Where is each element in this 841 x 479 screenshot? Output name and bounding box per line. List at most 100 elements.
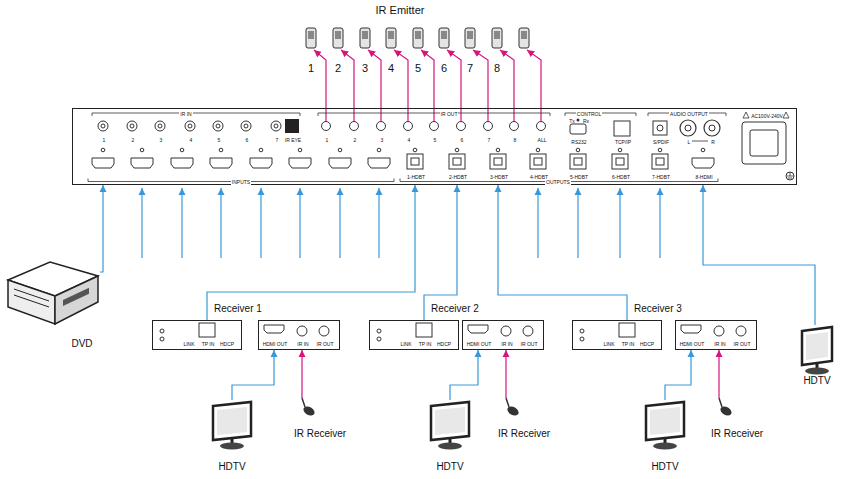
hdmi-cable	[232, 350, 274, 400]
receiver-unit: LINKTP INHDCPHDMI OUTIR INIR OUTReceiver…	[369, 304, 544, 352]
hdmi-cable	[141, 188, 142, 258]
spdif-port	[653, 121, 667, 135]
led	[580, 329, 584, 333]
device-label: HDTV	[803, 376, 830, 386]
dvd-tray	[14, 289, 49, 307]
ir-cable	[719, 398, 722, 407]
led	[701, 148, 705, 152]
panel-label: 1	[326, 138, 329, 143]
rca-jack	[704, 120, 720, 136]
ir-wire	[527, 50, 541, 121]
port-core	[657, 125, 663, 131]
lr-line	[692, 141, 708, 142]
socket-core	[750, 130, 778, 156]
callout-number: 1	[308, 63, 314, 74]
led	[180, 148, 184, 152]
ir-emitter	[413, 28, 423, 48]
panel-label: 3-HDBT	[490, 175, 508, 180]
ir-wire	[394, 50, 408, 121]
tp-in-port	[199, 323, 215, 337]
ir-out-port	[510, 122, 519, 131]
ir-port	[297, 326, 307, 336]
port-label: IR IN	[297, 342, 308, 347]
ir-out-port	[537, 122, 546, 131]
ir-port	[501, 326, 511, 336]
ir-wire	[421, 50, 434, 121]
receiver-front: LINKTP INHDCP	[152, 320, 242, 350]
ir-out-port	[322, 122, 331, 131]
ir-receiver: IR Receiver	[709, 398, 775, 442]
hdmi-port	[171, 158, 193, 168]
panel-label: 1	[103, 138, 106, 143]
hdmi-cable	[260, 188, 261, 258]
hdtv: HDTV	[640, 400, 690, 474]
tp-in-port	[416, 323, 432, 337]
led	[101, 148, 105, 152]
tv-screen	[431, 402, 469, 440]
receiver-title: Receiver 2	[431, 304, 479, 314]
panel-label: 7	[488, 138, 491, 143]
port-label: HDCP	[437, 342, 451, 347]
hdmi-port	[368, 158, 390, 168]
port-label: IR OUT	[521, 342, 538, 347]
led	[259, 148, 263, 152]
ir-emitter	[333, 28, 343, 48]
port-core	[244, 124, 248, 128]
rca-jack	[680, 120, 696, 136]
dvd-side	[55, 276, 98, 324]
callout-number: 3	[362, 63, 368, 74]
port-label: LINK	[400, 342, 411, 347]
port-core	[685, 125, 691, 131]
panel-label: INPUTS	[231, 180, 251, 185]
hdmi-port	[92, 158, 114, 168]
callout-number: 5	[415, 63, 421, 74]
device-label: IR Receiver	[711, 429, 763, 439]
ir-emitter	[360, 28, 370, 48]
panel-label: 4	[190, 138, 193, 143]
led	[377, 329, 381, 333]
callout-number: 7	[467, 63, 473, 74]
receiver-front: LINKTP INHDCP	[369, 320, 459, 350]
hdmi-port	[250, 158, 272, 168]
ir-out-port	[457, 122, 466, 131]
device-label: HDTV	[436, 462, 463, 472]
led	[377, 337, 381, 341]
ir-out-port	[350, 122, 359, 131]
hdtv: HDTV	[796, 325, 838, 387]
receiver-rear: HDMI OUTIR INIR OUT	[258, 320, 340, 350]
panel-label: IR EYE	[285, 138, 301, 143]
port-label: IR OUT	[734, 342, 751, 347]
led	[618, 148, 622, 152]
device-label: DVD	[71, 339, 92, 349]
ir-emitter	[386, 28, 396, 48]
panel-label: 8-HDMI	[695, 175, 712, 180]
led	[658, 148, 662, 152]
panel-label: OUTPUTS	[545, 180, 571, 185]
port-core	[494, 158, 502, 165]
tv-base	[805, 368, 829, 375]
panel-label: ALL	[538, 138, 547, 143]
panel-label: 4-HDBT	[530, 175, 548, 180]
emitter-lens	[335, 31, 341, 39]
ir-cable	[302, 398, 305, 407]
panel-label: S/PDIF	[653, 140, 669, 145]
ir-cable	[505, 350, 506, 398]
ir-sensor	[302, 405, 316, 418]
ir-emitter	[519, 28, 529, 48]
tv-base	[220, 443, 244, 450]
ir-wire	[447, 50, 461, 121]
ir-wire	[341, 50, 354, 121]
rj45-port	[407, 154, 423, 169]
group-title: IR Emitter	[376, 5, 425, 16]
panel-label: 4	[408, 138, 411, 143]
tv-glass	[435, 407, 465, 435]
emitter-lens	[415, 31, 421, 39]
panel-label: 5	[434, 138, 437, 143]
ir-sensor	[719, 405, 733, 418]
emitter-lens	[467, 31, 473, 39]
ir-in-port	[155, 121, 165, 131]
ir-in-port	[241, 121, 251, 131]
hdmi-cable	[703, 185, 815, 325]
led	[496, 148, 500, 152]
ir-port	[736, 326, 746, 336]
